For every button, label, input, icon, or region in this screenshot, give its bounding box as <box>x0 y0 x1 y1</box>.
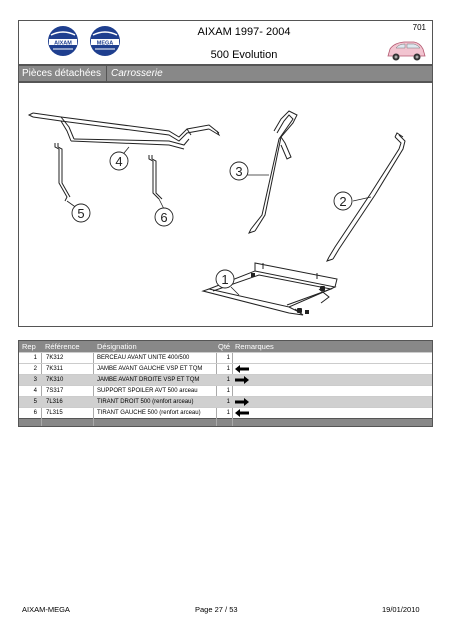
row-rep: 2 <box>33 366 37 372</box>
footer-brand: AIXAM-MEGA <box>22 605 70 614</box>
part-2-left-front-leg <box>326 132 406 262</box>
row-rep: 1 <box>33 355 37 361</box>
section-subcategory: Carrosserie <box>111 68 163 79</box>
arrow-right-icon <box>235 398 249 406</box>
callout-5-circle <box>71 203 91 223</box>
row-reference: 7L316 <box>46 399 63 405</box>
header-designation: Désignation <box>97 342 137 351</box>
header-rep: Rep <box>22 342 36 351</box>
title-model-name: 500 Evolution <box>210 49 278 61</box>
car-illustration <box>387 41 426 61</box>
header-quantity: Qté <box>218 342 231 351</box>
row-rep: 5 <box>33 399 37 405</box>
row-rep: 3 <box>33 377 37 383</box>
svg-text:MEGA: MEGA <box>97 40 114 46</box>
parts-diagram: 4 5 6 3 2 1 <box>18 82 433 327</box>
table-row: 2 7K311 JAMBE AVANT GAUCHE VSP ET TQM 1 <box>19 363 432 374</box>
page-code: 701 <box>412 23 426 32</box>
parts-drawing: 4 5 6 3 2 1 <box>27 110 406 316</box>
callout-4-circle <box>109 151 129 171</box>
section-category: Pièces détachées <box>22 68 101 79</box>
row-rep: 4 <box>33 388 37 394</box>
mega-logo: MEGA <box>90 26 120 56</box>
document-title: AIXAM 1997- 2004 500 Evolution <box>169 24 319 64</box>
row-quantity: 1 <box>226 366 230 372</box>
header-remarks: Remarques <box>235 342 274 351</box>
table-row: 6 7L315 TIRANT GAUCHE 500 (renfort arcea… <box>19 407 432 418</box>
row-designation: JAMBE AVANT DROITE VSP ET TQM <box>97 377 200 383</box>
table-row: 3 7K310 JAMBE AVANT DROITE VSP ET TQM 1 <box>19 374 432 385</box>
row-reference: 7L315 <box>46 410 63 416</box>
table-row: 5 7L316 TIRANT DROIT 500 (renfort arceau… <box>19 396 432 407</box>
part-3-right-front-leg <box>248 110 298 234</box>
row-designation: SUPPORT SPOILER AVT 500 arceau <box>97 388 198 394</box>
arrow-right-icon <box>235 376 249 384</box>
row-designation: BERCEAU AVANT UNITE 400/500 <box>97 355 190 361</box>
row-reference: 7K312 <box>46 355 64 361</box>
header-reference: Référence <box>45 342 80 351</box>
footer-date: 19/01/2010 <box>382 605 420 614</box>
row-designation: TIRANT GAUCHE 500 (renfort arceau) <box>97 410 201 416</box>
arrow-left-icon <box>235 365 249 373</box>
table-footer-bar <box>19 418 432 426</box>
footer-page-number: Page 27 / 53 <box>195 605 238 614</box>
row-reference: 7K310 <box>46 377 64 383</box>
part-4-spoiler-support <box>27 112 221 150</box>
svg-text:AIXAM: AIXAM <box>54 40 72 46</box>
table-header: Rep Référence Désignation Qté Remarques <box>19 341 432 352</box>
row-quantity: 1 <box>226 399 230 405</box>
brand-logos: AIXAM MEGA <box>48 26 120 56</box>
callout-6: 6 <box>160 210 167 225</box>
arrow-left-icon <box>235 409 249 417</box>
parts-table: Rep Référence Désignation Qté Remarques … <box>18 340 433 427</box>
row-quantity: 1 <box>226 388 230 394</box>
callout-2-circle <box>333 191 353 211</box>
part-5-right-tie-rod <box>54 143 71 202</box>
callout-2: 2 <box>339 194 346 209</box>
row-designation: JAMBE AVANT GAUCHE VSP ET TQM <box>97 366 203 372</box>
row-rep: 6 <box>33 410 37 416</box>
row-reference: 7K311 <box>46 366 63 372</box>
table-row: 4 7S317 SUPPORT SPOILER AVT 500 arceau 1 <box>19 385 432 396</box>
callout-6-circle <box>154 207 174 227</box>
row-quantity: 1 <box>226 355 230 361</box>
section-divider <box>106 66 107 81</box>
page-header: AIXAM MEGA AIXAM 1997- 2004 500 Evolutio… <box>18 20 433 65</box>
callout-1-circle <box>215 269 235 289</box>
callout-1: 1 <box>221 272 228 287</box>
section-bar: Pièces détachées Carrosserie <box>18 65 433 82</box>
row-reference: 7S317 <box>46 388 64 394</box>
title-model-years: AIXAM 1997- 2004 <box>197 26 291 38</box>
table-row: 1 7K312 BERCEAU AVANT UNITE 400/500 1 <box>19 352 432 363</box>
callout-4: 4 <box>115 154 122 169</box>
row-designation: TIRANT DROIT 500 (renfort arceau) <box>97 399 194 405</box>
callout-5: 5 <box>77 206 84 221</box>
row-quantity: 1 <box>226 377 230 383</box>
callout-3-circle <box>229 161 249 181</box>
part-6-left-tie-rod <box>148 155 163 200</box>
aixam-logo: AIXAM <box>48 26 78 56</box>
callout-3: 3 <box>235 164 242 179</box>
row-quantity: 1 <box>226 410 230 416</box>
